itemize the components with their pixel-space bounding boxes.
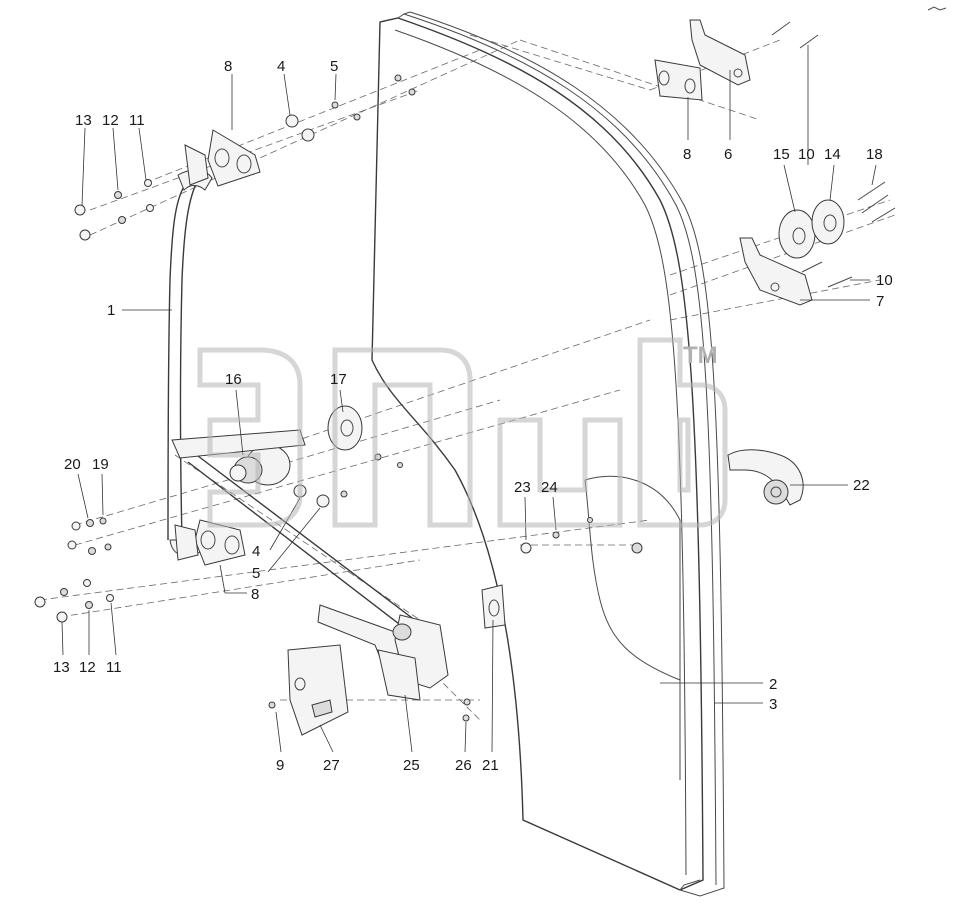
door-glass-panel bbox=[371, 11, 725, 897]
mounting-plate-bottom bbox=[174, 519, 246, 566]
callout-12a: 12 bbox=[102, 112, 119, 129]
callout-27: 27 bbox=[323, 757, 340, 774]
callout-7: 7 bbox=[876, 293, 884, 310]
callout-18: 18 bbox=[866, 146, 883, 163]
callout-9: 9 bbox=[276, 757, 284, 774]
mounting-plate-top bbox=[184, 129, 261, 187]
callout-5a: 5 bbox=[330, 58, 338, 75]
callout-5b: 5 bbox=[252, 565, 260, 582]
watermark-logo: TM bbox=[197, 337, 728, 528]
watermark-tm: TM bbox=[683, 342, 718, 369]
callout-21: 21 bbox=[482, 757, 499, 774]
upper-hinge bbox=[654, 19, 819, 101]
callout-6: 6 bbox=[724, 146, 732, 163]
callout-8a: 8 bbox=[224, 58, 232, 75]
lock-mechanism bbox=[187, 455, 449, 736]
striker-plate bbox=[481, 584, 506, 629]
callout-15: 15 bbox=[773, 146, 790, 163]
callout-16: 16 bbox=[225, 371, 242, 388]
callout-17: 17 bbox=[330, 371, 347, 388]
callout-2: 2 bbox=[769, 676, 777, 693]
callout-1: 1 bbox=[107, 302, 115, 319]
callout-8c: 8 bbox=[251, 586, 259, 603]
callout-3: 3 bbox=[769, 696, 777, 713]
lower-hinge bbox=[739, 181, 896, 306]
callout-14: 14 bbox=[824, 146, 841, 163]
callout-13b: 13 bbox=[53, 659, 70, 676]
callout-11b: 11 bbox=[106, 659, 122, 676]
callout-19: 19 bbox=[92, 456, 109, 473]
callout-13a: 13 bbox=[75, 112, 92, 129]
callout-23: 23 bbox=[514, 479, 531, 496]
callout-10a: 10 bbox=[798, 146, 815, 163]
callout-8b: 8 bbox=[683, 146, 691, 163]
callout-11a: 11 bbox=[129, 112, 145, 129]
callout-22: 22 bbox=[853, 477, 870, 494]
callout-25: 25 bbox=[403, 757, 420, 774]
callout-4b: 4 bbox=[252, 543, 260, 560]
corner-mark bbox=[927, 6, 947, 11]
callout-4a: 4 bbox=[277, 58, 285, 75]
callout-12b: 12 bbox=[79, 659, 96, 676]
callout-10b: 10 bbox=[876, 272, 893, 289]
outside-handle bbox=[727, 449, 804, 506]
door-handle bbox=[167, 169, 213, 557]
leader-lines bbox=[61, 45, 877, 753]
callout-24: 24 bbox=[541, 479, 558, 496]
callout-20: 20 bbox=[64, 456, 81, 473]
callout-26: 26 bbox=[455, 757, 472, 774]
callout-labels: 8 4 5 13 12 11 8 6 15 10 14 18 10 7 1 16… bbox=[53, 58, 893, 774]
